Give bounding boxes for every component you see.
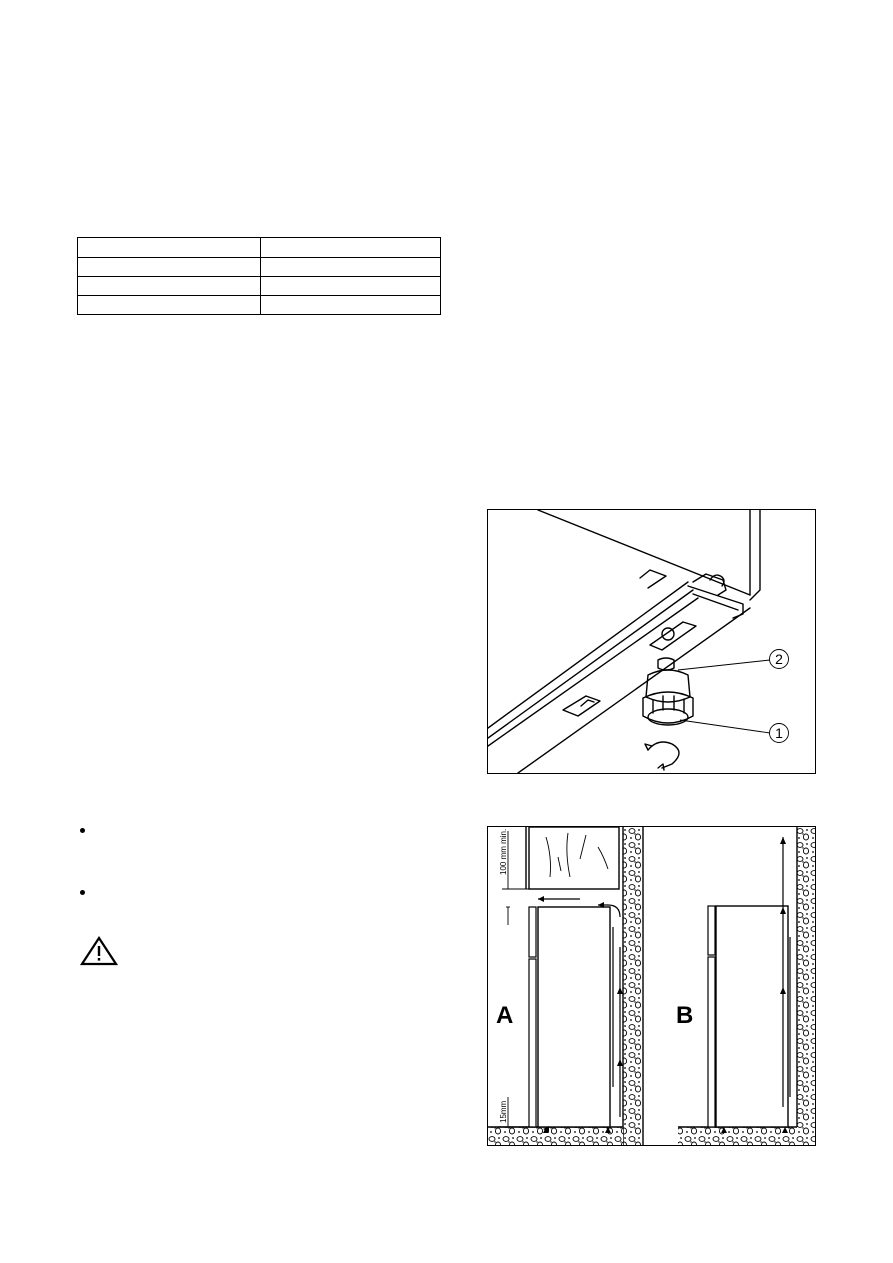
ventilation-figure: 100 mm min. 15mm A	[487, 826, 816, 1146]
bullet-icon	[80, 828, 85, 833]
callout-1: 1	[775, 725, 783, 741]
levelling-foot-figure: 2 1	[487, 509, 816, 774]
table-row	[77, 276, 441, 296]
table-cell	[260, 295, 441, 315]
table-cell	[77, 237, 261, 258]
clearance-bottom-label: 15mm	[499, 1100, 508, 1123]
panel-b: B	[676, 827, 815, 1145]
clearance-top-label: 100 mm min.	[499, 829, 508, 875]
table-row	[77, 295, 441, 315]
spec-table	[77, 237, 441, 315]
table-row	[77, 257, 441, 277]
ventilation-illustration: 100 mm min. 15mm A	[488, 827, 815, 1145]
table-cell	[77, 295, 261, 315]
panel-b-label: B	[676, 1002, 693, 1029]
table-cell	[260, 276, 441, 296]
levelling-foot-illustration: 2 1	[488, 510, 789, 773]
table-cell	[77, 276, 261, 296]
table-cell	[260, 257, 441, 277]
table-cell	[260, 237, 441, 258]
warning-triangle-icon	[80, 936, 118, 966]
table-cell	[77, 257, 261, 277]
callout-2: 2	[775, 651, 783, 667]
table-row	[77, 237, 441, 258]
bullet-icon	[80, 890, 85, 895]
rotate-arrow-icon	[647, 741, 680, 769]
panel-a-label: A	[496, 1002, 513, 1029]
panel-a: 100 mm min. 15mm A	[488, 827, 644, 1145]
